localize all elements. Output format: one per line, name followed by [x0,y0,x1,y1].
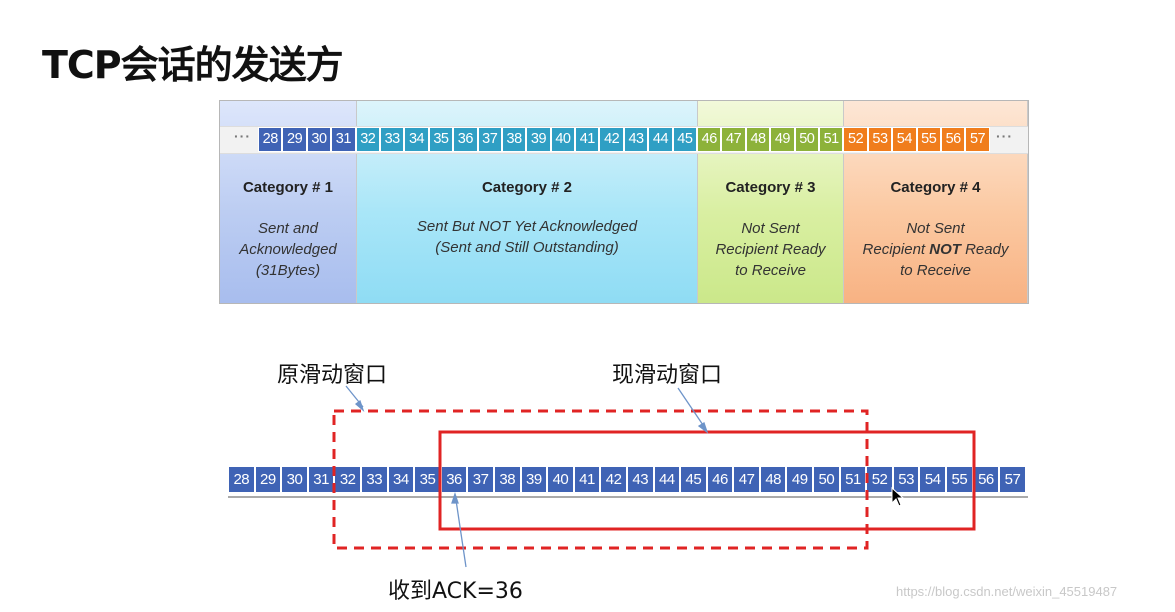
bottom-byte-cell: 31 [307,466,335,493]
top-byte-cell: 55 [916,127,941,152]
category-3-heading: Category # 3 [725,179,816,196]
bottom-byte-cell: 42 [600,466,627,493]
top-byte-cell: 44 [648,127,673,152]
ellipsis-right: ··· [996,128,1013,144]
category-3-desc-line: Recipient Ready [715,241,826,258]
bottom-byte-cell: 30 [281,466,308,493]
top-byte-cell: 37 [477,127,502,152]
sequence-baseline [228,496,1028,498]
top-byte-cell: 36 [453,127,478,152]
bottom-byte-cell: 28 [228,466,255,493]
top-byte-cell: 54 [892,127,917,152]
bottom-byte-cell: 47 [733,466,760,493]
top-byte-cell: 41 [575,127,600,152]
top-byte-cell: 45 [672,127,698,152]
category-1-desc-line: Acknowledged [239,241,337,258]
top-byte-cell: 51 [818,127,844,152]
bottom-byte-cell: 41 [573,466,601,493]
bottom-byte-cell: 55 [946,466,973,493]
bottom-byte-cell: 46 [706,466,734,493]
top-byte-cell: 43 [623,127,649,152]
bottom-byte-cell: 54 [919,466,947,493]
category-2-description: Sent But NOT Yet Acknowledged (Sent and … [357,216,697,258]
category-1-description: Sent and Acknowledged (31Bytes) [220,218,356,281]
old-window-arrow [345,385,365,413]
top-byte-cell: 49 [770,127,795,152]
bottom-byte-cell: 29 [254,466,282,493]
category-4-desc-line: to Receive [900,262,971,279]
top-byte-cell: 53 [867,127,893,152]
top-byte-cell: 57 [965,127,990,152]
top-byte-cell: 48 [745,127,771,152]
category-2-heading: Category # 2 [481,179,573,196]
ack-arrow [451,491,467,568]
top-byte-cell: 28 [258,127,283,152]
category-3-desc-line: Not Sent [741,220,800,237]
bottom-byte-cell: 37 [467,466,494,493]
top-byte-cell: 42 [599,127,624,152]
bottom-byte-cell: 39 [520,466,548,493]
bottom-byte-cell: 36 [440,466,468,493]
category-1-heading: Category # 1 [242,179,334,196]
category-2-desc-line: Sent But NOT Yet Acknowledged [416,218,638,235]
top-byte-cell: 31 [331,127,356,152]
top-byte-cell: 47 [721,127,746,152]
top-byte-cell: 56 [940,127,966,152]
ellipsis-left: ··· [234,128,251,144]
bottom-byte-cell: 38 [493,466,521,493]
bottom-byte-cell: 53 [892,466,920,493]
new-window-arrow [677,387,709,434]
ack-label: 收到ACK=36 [388,579,523,604]
category-4-desc-line: Recipient NOT Ready [862,241,1009,258]
slide-title: TCP会话的发送方 [42,43,344,87]
top-byte-cell: 32 [355,127,380,152]
top-byte-cell: 52 [843,127,868,152]
bottom-byte-cell: 48 [759,466,787,493]
category-1-desc-line: (31Bytes) [255,262,321,279]
bottom-byte-cell: 45 [680,466,707,493]
top-byte-cell: 50 [794,127,819,152]
top-byte-cell: 40 [550,127,576,152]
bottom-byte-cell: 35 [414,466,441,493]
top-byte-cell: 30 [306,127,332,152]
bottom-byte-cell: 40 [547,466,574,493]
bottom-byte-cell: 52 [866,466,893,493]
watermark: https://blog.csdn.net/weixin_45519487 [896,584,1118,599]
category-2-desc-line: (Sent and Still Outstanding) [435,239,619,256]
top-byte-cell: 35 [428,127,454,152]
bottom-byte-cell: 33 [360,466,388,493]
bottom-byte-cell: 34 [387,466,415,493]
bottom-byte-cell: 51 [839,466,867,493]
category-3-description: Not Sent Recipient Ready to Receive [698,218,843,281]
bottom-byte-cell: 44 [653,466,681,493]
category-3-desc-line: to Receive [735,262,806,279]
new-window-label: 现滑动窗口 [612,363,723,388]
category-4-desc-line: Not Sent [906,220,965,237]
bottom-byte-cell: 56 [972,466,1000,493]
old-window-label: 原滑动窗口 [277,363,388,388]
top-byte-cell: 29 [282,127,307,152]
top-byte-cell: 39 [526,127,551,152]
top-byte-cell: 46 [697,127,722,152]
bottom-byte-cell: 43 [626,466,654,493]
bottom-byte-cell: 50 [813,466,840,493]
top-byte-cell: 34 [404,127,429,152]
bottom-byte-cell: 32 [334,466,361,493]
category-4-description: Not Sent Recipient NOT Ready to Receive [844,218,1027,281]
top-byte-cell: 33 [379,127,405,152]
bottom-byte-cell: 49 [786,466,814,493]
category-4-heading: Category # 4 [890,179,981,196]
bottom-byte-cell: 57 [999,466,1026,493]
category-1-desc-line: Sent and [257,220,319,237]
top-byte-cell: 38 [501,127,527,152]
